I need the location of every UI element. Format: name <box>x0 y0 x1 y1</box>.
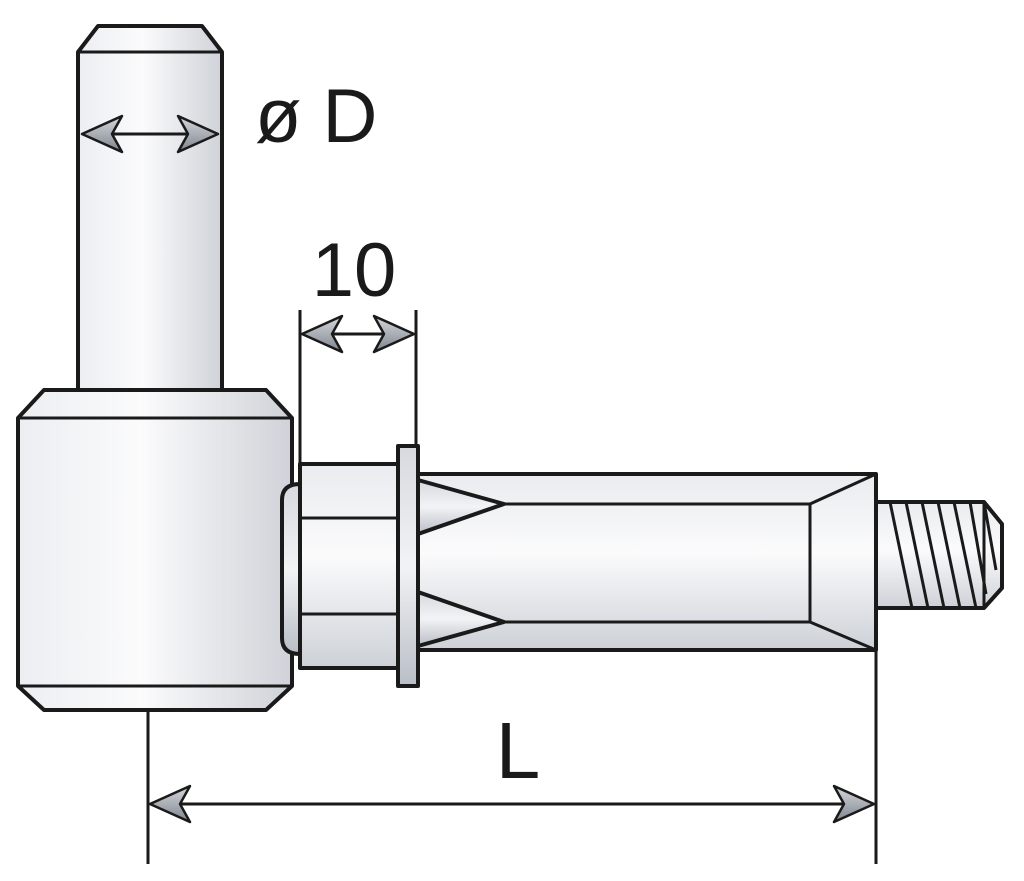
hinge-knuckle <box>16 388 294 712</box>
dimension-length: L <box>146 650 878 864</box>
washer <box>396 444 420 688</box>
dimension-diameter: ø D <box>80 74 377 159</box>
diameter-label: ø D <box>255 74 377 159</box>
splined-shank <box>416 472 878 652</box>
threaded-tip <box>874 500 1004 610</box>
collar-label: 10 <box>312 228 397 313</box>
dimension-collar: 10 <box>298 228 418 464</box>
vertical-pin <box>76 24 224 392</box>
length-label: L <box>496 706 541 795</box>
hex-collar <box>298 462 400 670</box>
weld-ring <box>280 482 302 656</box>
thread-lines <box>888 501 998 609</box>
